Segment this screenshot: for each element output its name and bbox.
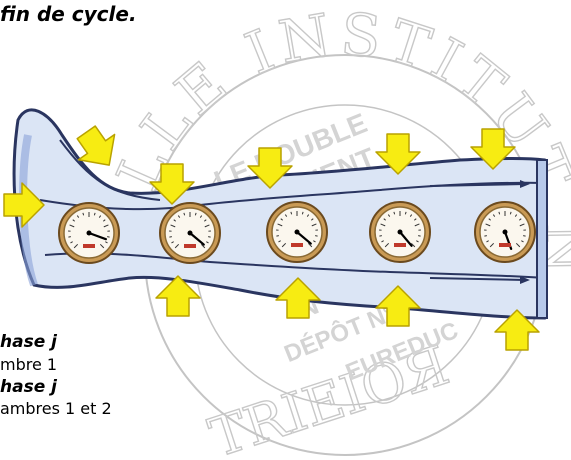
label-chambres-1-2: ambres 1 et 2	[0, 399, 112, 418]
label-phase-2: hase j	[0, 377, 58, 397]
gauge-2	[160, 203, 220, 263]
gauge-3	[267, 202, 327, 262]
gauge-5	[475, 202, 535, 262]
label-chambre-1: mbre 1	[0, 355, 57, 374]
label-phase-1: hase j	[0, 332, 58, 352]
gauge-4	[370, 202, 430, 262]
gauge-1	[59, 203, 119, 263]
